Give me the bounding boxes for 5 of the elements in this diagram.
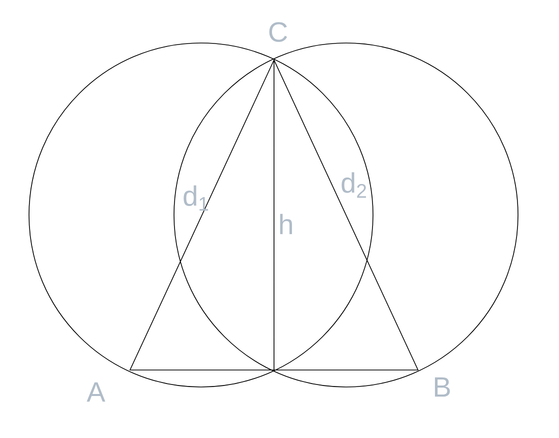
point-label: B (434, 377, 450, 397)
point-label: d$_{2}$ (342, 172, 366, 198)
point-label: h (280, 214, 292, 234)
point-label: A (86, 382, 106, 402)
point-label: C (269, 22, 288, 42)
